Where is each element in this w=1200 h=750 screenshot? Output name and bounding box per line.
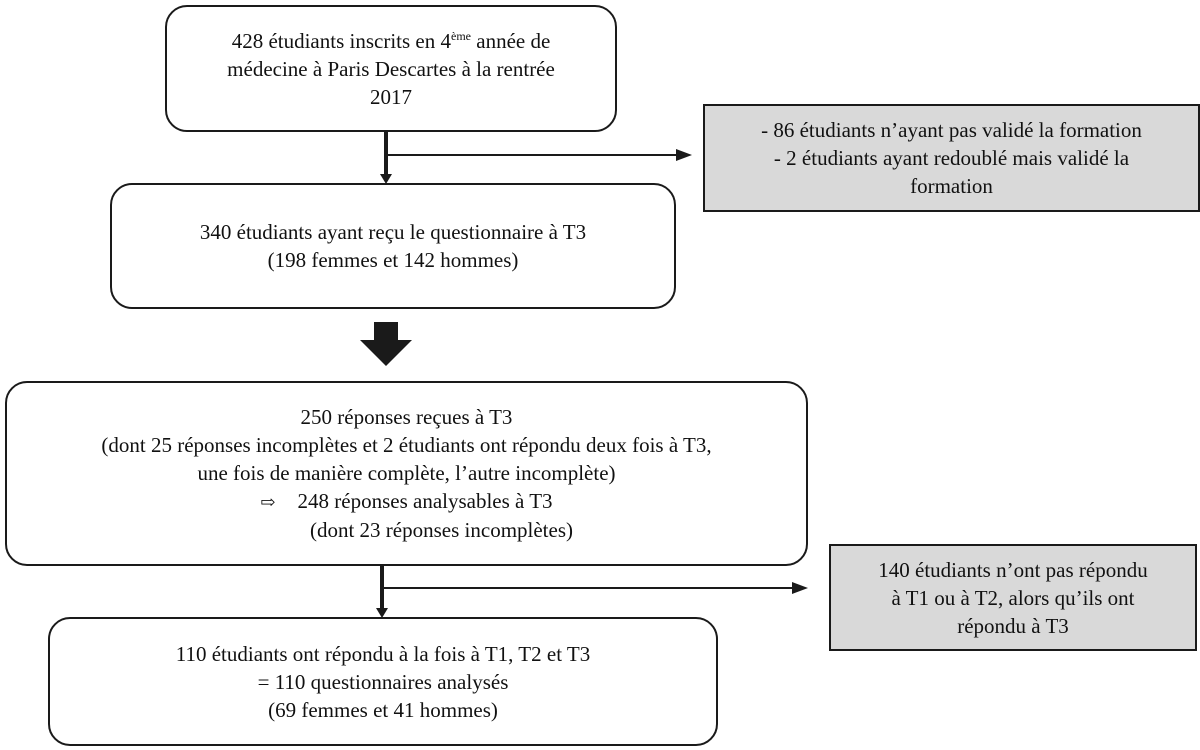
- exclusion-box-2: 140 étudiants n’ont pas répondu à T1 ou …: [829, 544, 1197, 651]
- exclusion-2-line-3: répondu à T3: [957, 613, 1069, 638]
- exclusion-box-1: - 86 étudiants n’ayant pas validé la for…: [703, 104, 1200, 212]
- responses-line-1: 250 réponses reçues à T3: [300, 405, 513, 429]
- connector-1-branch: [386, 154, 676, 156]
- responses-line-4: ⇨248 réponses analysables à T3: [260, 487, 552, 516]
- connector-1-branch-arrowhead: [676, 149, 692, 161]
- analyzed-line-3: (69 femmes et 41 hommes): [268, 697, 498, 722]
- exclusion-1-line-2: - 2 étudiants ayant redoublé mais validé…: [773, 146, 1130, 170]
- exclusion-2-line-1: 140 étudiants n’ont pas répondu: [878, 557, 1148, 582]
- connector-2-arrowhead: [376, 608, 388, 618]
- analyzed-line-1: 110 étudiants ont répondu à la fois à T1…: [175, 641, 591, 666]
- enrolled-line-3: 2017: [370, 84, 412, 109]
- enrolled-line-1: 428 étudiants inscrits en 4ème année de: [231, 28, 551, 53]
- responses-line-3: une fois de manière complète, l’autre in…: [197, 461, 616, 485]
- big-down-arrow-icon: [360, 322, 412, 366]
- responses-received-box: 250 réponses reçues à T3 (dont 25 répons…: [5, 381, 808, 566]
- exclusion-1-line-1: - 86 étudiants n’ayant pas validé la for…: [761, 118, 1142, 142]
- questionnaire-sent-line-2: (198 femmes et 142 hommes): [267, 248, 519, 272]
- connector-2-branch: [382, 587, 792, 589]
- enrolled-students-box: 428 étudiants inscrits en 4ème année de …: [165, 5, 617, 132]
- implies-arrow-icon: ⇨: [260, 492, 276, 512]
- exclusion-2-line-2: à T1 ou à T2, alors qu’ils ont: [891, 585, 1135, 610]
- questionnaire-sent-box: 340 étudiants ayant reçu le questionnair…: [110, 183, 676, 309]
- exclusion-1-line-3: formation: [910, 174, 993, 198]
- analyzed-line-2: = 110 questionnaires analysés: [257, 669, 509, 694]
- enrolled-line-2: médecine à Paris Descartes à la rentrée: [227, 56, 555, 81]
- connector-2-branch-arrowhead: [792, 582, 808, 594]
- responses-line-5: (dont 23 réponses incomplètes): [309, 518, 574, 542]
- analyzed-questionnaires-box: 110 étudiants ont répondu à la fois à T1…: [48, 617, 718, 746]
- responses-line-2: (dont 25 réponses incomplètes et 2 étudi…: [101, 433, 712, 457]
- connector-1-arrowhead: [380, 174, 392, 184]
- questionnaire-sent-line-1: 340 étudiants ayant reçu le questionnair…: [199, 220, 587, 244]
